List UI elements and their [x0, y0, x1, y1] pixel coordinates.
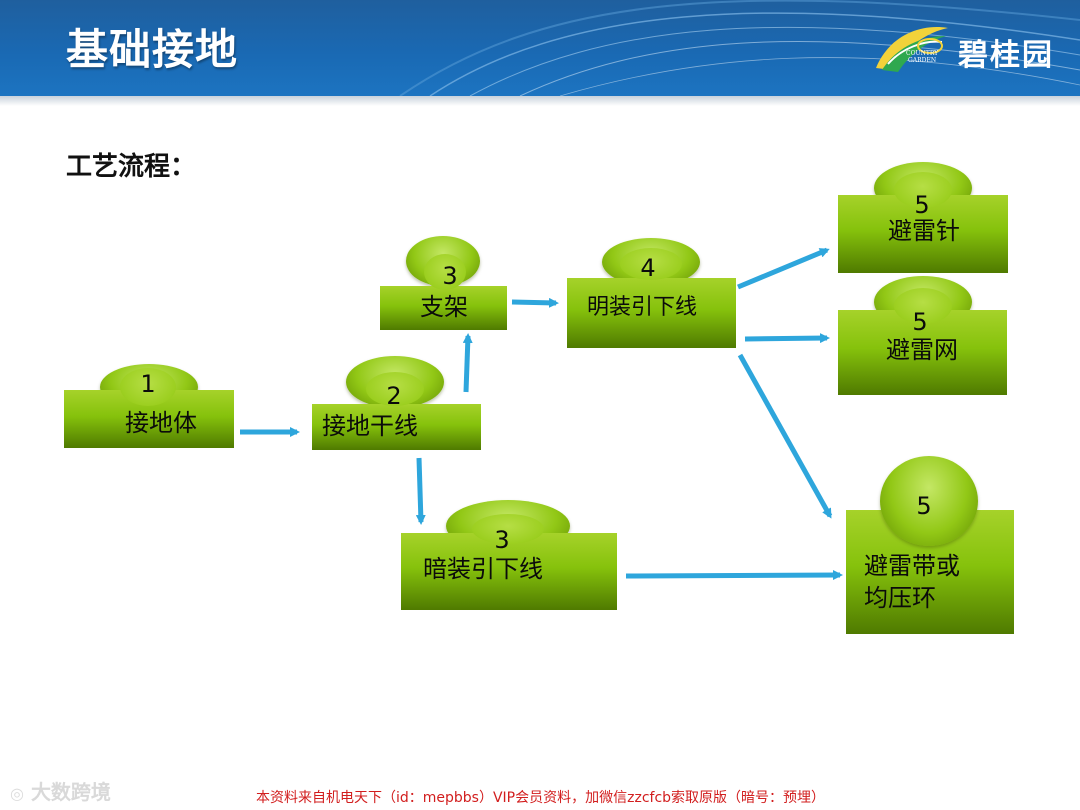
node-label-line1: 避雷带或 — [864, 552, 960, 580]
node-concealed-downlead: 暗装引下线 — [401, 533, 617, 610]
node-cap-inner — [894, 172, 952, 208]
watermark-logo-icon: ◎ — [10, 784, 24, 803]
node-grounding-trunk: 接地干线 — [312, 404, 481, 450]
node-number: 5 — [914, 191, 930, 219]
node-label: 接地体 — [125, 409, 197, 437]
section-title: 工艺流程： — [66, 152, 197, 182]
node-cap-inner — [424, 254, 466, 290]
node-number: 4 — [640, 254, 656, 282]
node-lightning-rod: 避雷针 — [838, 195, 1008, 273]
node-lightning-net: 避雷网 — [838, 310, 1007, 395]
node-cap-inner — [472, 514, 544, 544]
watermark-text: 大数跨境 — [30, 780, 111, 804]
page-title: 基础接地 — [66, 25, 239, 74]
node-cap-inner — [894, 288, 952, 324]
node-number: 2 — [386, 382, 402, 410]
node-label: 支架 — [420, 293, 468, 321]
node-number: 5 — [912, 308, 928, 336]
node-cap-inner — [120, 368, 176, 406]
node-label: 避雷针 — [888, 217, 960, 245]
logo-subtitle: COUNTRY GARDEN — [906, 50, 938, 64]
header-bar: 基础接地 COUNTRY GARDEN 碧桂园 — [0, 0, 1080, 96]
header-swoosh-decoration — [399, 0, 1080, 96]
country-garden-logo-icon — [876, 27, 948, 72]
node-label: 避雷网 — [886, 336, 958, 364]
node-label: 接地干线 — [322, 412, 418, 440]
node-number: 3 — [442, 262, 458, 290]
logo-text: 碧桂园 — [958, 38, 1054, 73]
node-number: 1 — [140, 370, 156, 398]
arrow-4-to-5c — [737, 353, 833, 519]
node-label: 明装引下线 — [587, 295, 698, 320]
arrow-4-to-5a — [737, 247, 830, 290]
logo-sub-line2: GARDEN — [908, 57, 937, 64]
node-number: 3 — [494, 526, 510, 554]
logo-sub-line1: COUNTRY — [906, 50, 939, 57]
header-shadow — [0, 96, 1080, 106]
footer-note: 本资料来自机电天下（id：mepbbs）VIP会员资料，加微信zzcfcb索取原… — [256, 790, 826, 806]
node-label: 暗装引下线 — [423, 555, 543, 583]
arrow-2-to-3b — [415, 457, 426, 525]
arrow-3a-to-4 — [511, 297, 559, 308]
node-cap-inner — [366, 372, 424, 406]
arrow-4-to-5b — [744, 333, 830, 344]
node-label-line2: 均压环 — [864, 584, 936, 612]
arrow-3b-to-5c — [625, 570, 843, 581]
node-number: 5 — [916, 492, 932, 520]
node-exposed-downlead: 明装引下线 — [567, 278, 736, 348]
node-cap — [880, 456, 978, 546]
node-cap-inner — [620, 248, 682, 280]
watermark: ◎ 大数跨境 — [10, 776, 111, 805]
arrow-2-to-3a — [462, 333, 473, 393]
node-bracket: 支架 — [380, 286, 507, 330]
